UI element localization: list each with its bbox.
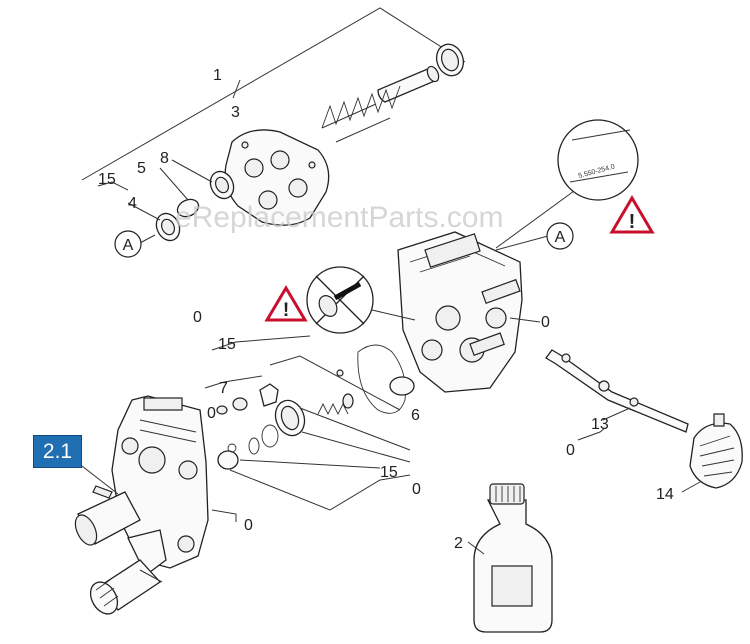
- oil-bottle: [473, 483, 553, 633]
- callout-0: 0: [244, 517, 253, 534]
- seal-ring: [435, 43, 465, 77]
- callout-7: 7: [219, 380, 228, 397]
- reference-circle-a-right: A: [546, 222, 574, 250]
- callout-5: 5: [137, 160, 146, 177]
- plunger-rod: [377, 65, 440, 103]
- reference-label: A: [123, 237, 134, 254]
- callout-13: 13: [591, 416, 609, 433]
- detail-circle: 5.550-254.0: [557, 119, 639, 201]
- callout-15-middle: 15: [218, 336, 236, 353]
- warning-icon: !: [609, 195, 655, 234]
- callout-8: 8: [160, 150, 169, 167]
- reference-label: A: [555, 229, 566, 246]
- highlighted-part-label[interactable]: 2.1: [33, 435, 82, 468]
- hose-13: [545, 349, 689, 433]
- crossed-detail-circle: [306, 266, 416, 334]
- callout-4: 4: [128, 195, 137, 212]
- manifold-housing: [74, 395, 209, 615]
- spring: [321, 85, 401, 143]
- callout-0: 0: [193, 309, 202, 326]
- watermark: eReplacementParts.com: [175, 201, 503, 234]
- callout-15-top: 15: [98, 171, 116, 188]
- callout-14: 14: [656, 486, 674, 503]
- svg-text:!: !: [629, 211, 636, 233]
- callout-2: 2: [454, 535, 463, 552]
- pump-head: [397, 231, 523, 393]
- washer-5: [176, 198, 200, 218]
- bearing-4: [155, 212, 181, 242]
- callout-15-bottom: 15: [380, 464, 398, 481]
- callout-6: 6: [411, 407, 420, 424]
- bearing-8: [209, 170, 235, 200]
- callout-0: 0: [207, 405, 216, 422]
- o-ring-large: [357, 344, 415, 414]
- callout-1: 1: [213, 67, 222, 84]
- valve-spring-parts: [216, 369, 354, 470]
- callout-0: 0: [566, 442, 575, 459]
- warning-icon: !: [264, 285, 308, 322]
- callout-0: 0: [412, 481, 421, 498]
- callout-0: 0: [541, 314, 550, 331]
- cap-14: [689, 413, 743, 489]
- callout-3: 3: [231, 104, 240, 121]
- svg-text:!: !: [283, 300, 289, 321]
- top-assembly-bracket: [81, 7, 466, 181]
- reference-circle-a-left: A: [114, 230, 142, 258]
